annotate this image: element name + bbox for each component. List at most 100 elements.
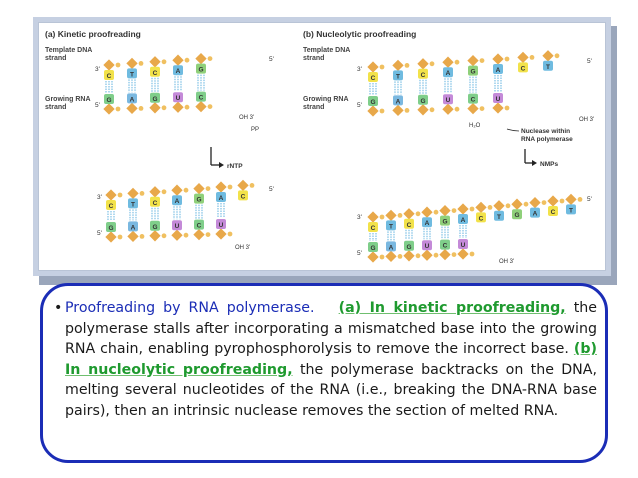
b-top-template-nt-7-phosphate: [554, 53, 560, 59]
caption-box: • Proofreading by RNA polymerase. (a) In…: [40, 283, 608, 463]
b-bottom-rna-nt-1-phosphate: [397, 254, 403, 259]
panel-a-rna-label-1: Growing RNA: [45, 96, 91, 103]
a-bottom-template-nt-2-sugar: [149, 186, 161, 198]
b-bottom-template-nt-8-base-letter: G: [514, 212, 519, 219]
b-top-template-nt-0-sugar: [367, 61, 379, 73]
b-top-rna-nt-1-sugar: [392, 104, 404, 117]
a-top-rna-nt-0-sugar: [103, 103, 115, 115]
panel-b-template-label-2: strand: [303, 55, 324, 62]
b-top-template-nt-0-base-letter: C: [371, 75, 376, 82]
panel-b-arrow-label: NMPs: [540, 161, 558, 168]
panel-b-template-label-1: Template DNA: [303, 47, 350, 54]
b-top-rna-nt-1-base: [393, 95, 403, 106]
b-bottom-template-nt-5-base: [458, 214, 468, 224]
b-bottom-template-nt-2-base: [404, 218, 414, 229]
b-bottom-template-nt-1-phosphate: [397, 213, 403, 218]
b-bottom-rna-nt-0-base: [368, 242, 378, 252]
panel-b-nuclease-label-1: Nuclease within: [521, 128, 570, 135]
b-bottom-template-nt-4-base: [440, 215, 450, 226]
b-top-template-nt-7-base-letter: T: [546, 64, 550, 71]
b-bottom-rna-nt-5-base-letter: U: [461, 242, 466, 249]
b-bottom-template-nt-4-base-letter: G: [442, 219, 447, 226]
b-bottom-template-nt-9-sugar: [529, 196, 541, 209]
a-bottom-rna-nt-3-base-letter: U: [175, 223, 180, 230]
b-top-rna-nt-3-sugar: [442, 103, 454, 115]
panel-b-end-5-bottom: 5': [357, 102, 362, 109]
a-top-rna-nt-2-base: [150, 92, 160, 103]
b-top-rna-nt-3-phosphate: [454, 106, 460, 112]
a-bottom-rna-nt-1-sugar: [127, 230, 139, 243]
b-bottom-template-nt-7-base: [494, 210, 504, 221]
a-bottom-template-nt-4-phosphate: [205, 186, 211, 192]
b-bottom-rna-nt-4-phosphate: [451, 252, 457, 257]
b-bottom-template-nt-0-base-letter: C: [371, 225, 376, 232]
a-bottom-rna-nt-4-base: [194, 219, 204, 230]
a-bottom-template-nt-3-phosphate: [183, 187, 189, 193]
a-top-template-nt-0-sugar: [103, 59, 115, 71]
a-top-rna-nt-0-base-letter: G: [106, 97, 111, 104]
panel-a-arrowhead-icon: [219, 162, 224, 168]
a-bottom-rna-nt-1-base-letter: A: [131, 224, 136, 231]
b-top-template-nt-7-sugar: [542, 50, 554, 62]
a-bottom-template-nt-6-base-letter: C: [241, 193, 246, 200]
b-bottom-rna-nt-0-base-letter: G: [370, 245, 375, 252]
b-bottom-rna-nt-2-sugar: [403, 250, 415, 262]
b-bottom-template-nt-6-base-letter: C: [479, 215, 484, 222]
a-top-template-nt-0-base: [104, 70, 114, 80]
panel-b-nuclease-label-2: RNA polymerase: [521, 136, 573, 143]
a-bottom-template-nt-6-phosphate: [249, 183, 255, 188]
panel-b-h2o-label: H₂O: [469, 123, 481, 129]
a-bottom-rna-nt-5-sugar: [215, 228, 227, 240]
b-top-rna-nt-2-base-letter: G: [420, 98, 425, 105]
a-bottom-template-nt-5-phosphate: [227, 184, 233, 190]
b-top-rna-nt-4-base-letter: C: [471, 97, 476, 104]
a-top-template-nt-3-phosphate: [184, 57, 190, 63]
a-top-template-nt-1-sugar: [126, 57, 138, 70]
a-top-template-nt-2-base-letter: C: [153, 70, 158, 77]
b-bottom-template-nt-2-base-letter: C: [407, 222, 412, 229]
b-top-template-nt-5-phosphate: [504, 56, 510, 62]
a-bottom-rna-nt-5-base: [216, 219, 226, 229]
b-bottom-template-nt-1-base: [386, 220, 396, 231]
caption-part-b: (b) In nucleolytic proofreading,: [65, 341, 597, 378]
a-bottom-template-nt-4-sugar: [193, 182, 205, 195]
b-top-template-nt-3-base: [443, 67, 453, 78]
a-top-template-nt-2-base: [150, 66, 160, 77]
panel-b-bottom-end-5-top: 5': [587, 196, 592, 203]
proofreading-diagram: (a) Kinetic proofreading (b) Nucleolytic…: [45, 29, 594, 265]
b-top-rna-nt-1-phosphate: [404, 108, 410, 113]
a-bottom-template-nt-0-base: [106, 200, 116, 210]
b-top-template-nt-5-sugar: [492, 53, 504, 65]
a-top-rna-nt-2-phosphate: [161, 105, 167, 111]
b-top-rna-nt-0-phosphate: [379, 108, 385, 114]
b-bottom-rna-nt-1-base: [386, 241, 396, 252]
a-top-template-nt-1-base: [127, 68, 137, 79]
b-top-template-nt-1-base: [393, 70, 403, 81]
b-bottom-template-nt-7-base-letter: T: [497, 214, 501, 221]
a-top-template-nt-0-phosphate: [115, 62, 121, 68]
b-top-template-nt-2-phosphate: [429, 61, 435, 67]
a-top-template-nt-1-phosphate: [138, 61, 144, 66]
a-bottom-template-nt-6-sugar: [237, 179, 249, 192]
b-bottom-template-nt-5-sugar: [457, 203, 469, 215]
panel-b-rna-label-2: strand: [303, 104, 324, 111]
b-top-rna-nt-0-sugar: [367, 105, 379, 117]
b-bottom-rna-nt-0-phosphate: [379, 254, 385, 260]
a-bottom-template-nt-1-phosphate: [139, 191, 145, 196]
a-bottom-rna-nt-4-base-letter: C: [197, 223, 202, 230]
a-bottom-template-nt-5-base: [216, 192, 226, 202]
a-bottom-template-nt-4-base: [194, 193, 204, 204]
a-bottom-rna-nt-4-phosphate: [205, 232, 211, 238]
b-bottom-template-nt-2-sugar: [403, 208, 415, 220]
a-bottom-template-nt-1-base: [128, 198, 138, 209]
b-top-template-nt-4-base-letter: G: [470, 69, 475, 76]
b-bottom-template-nt-6-sugar: [475, 201, 487, 214]
b-bottom-rna-nt-3-base: [422, 240, 432, 251]
a-bottom-rna-nt-0-base: [106, 222, 116, 232]
b-bottom-rna-nt-2-phosphate: [415, 253, 421, 259]
b-bottom-rna-nt-3-sugar: [421, 249, 433, 261]
a-top-template-nt-2-sugar: [149, 56, 161, 68]
b-bottom-rna-nt-2-base-letter: G: [406, 244, 411, 251]
b-bottom-template-nt-8-sugar: [511, 198, 523, 210]
